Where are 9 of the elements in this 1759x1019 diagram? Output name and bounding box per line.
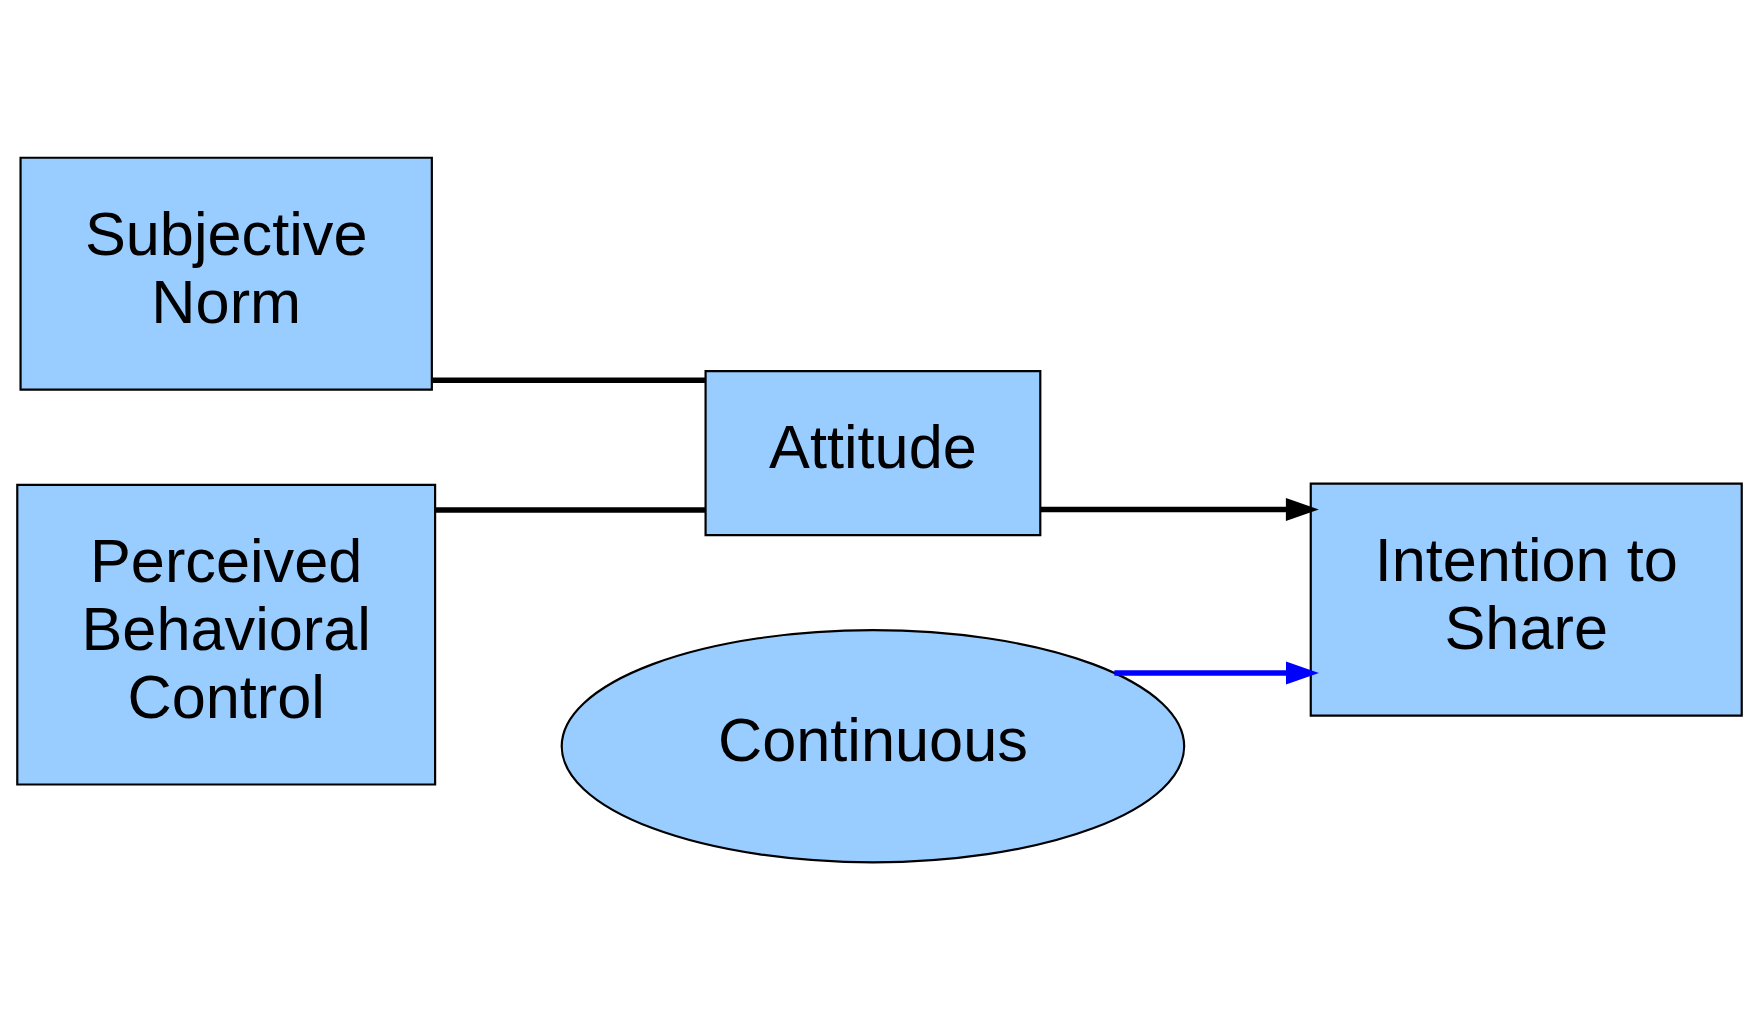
arrow xyxy=(1040,497,1319,521)
node-ellipse: Continuous xyxy=(560,628,1186,863)
connector xyxy=(432,377,706,383)
node-box: Attitude xyxy=(704,369,1042,536)
connector xyxy=(435,506,706,513)
node-box: Intention to Share xyxy=(1309,482,1743,717)
node-box: Perceived Behavioral Control xyxy=(16,483,437,786)
node-box: Subjective Norm xyxy=(19,156,433,391)
arrow xyxy=(1114,660,1319,684)
